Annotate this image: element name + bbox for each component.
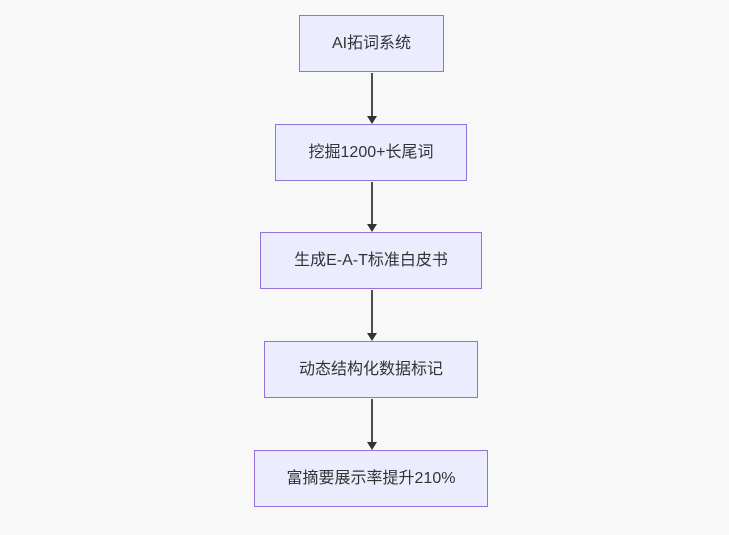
arrowhead-down-icon (366, 333, 377, 341)
arrowhead-down-icon (366, 116, 377, 124)
edge-line (370, 182, 373, 225)
flow-node-rich-snippet-rate-increase: 富摘要展示率提升210% (254, 450, 488, 507)
flow-edge-c-d (365, 290, 378, 341)
edge-line (370, 290, 373, 334)
edge-line (370, 73, 373, 117)
arrowhead-down-icon (366, 442, 377, 450)
flow-node-label: 富摘要展示率提升210% (286, 469, 456, 487)
arrowhead-down-icon (366, 224, 377, 232)
flow-node-longtail-keyword-mining: 挖掘1200+长尾词 (275, 124, 467, 181)
flow-node-ai-word-expansion-system: AI拓词系统 (299, 15, 444, 72)
flow-edge-b-c (365, 182, 378, 232)
flow-node-dynamic-structured-data-markup: 动态结构化数据标记 (264, 341, 478, 398)
flow-node-label: AI拓词系统 (331, 34, 412, 52)
edge-line (370, 399, 373, 443)
flow-node-label: 生成E-A-T标准白皮书 (294, 251, 448, 269)
flow-node-label: 挖掘1200+长尾词 (308, 143, 434, 161)
flow-edge-a-b (365, 73, 378, 124)
flow-edge-d-e (365, 399, 378, 450)
flow-node-label: 动态结构化数据标记 (298, 360, 443, 378)
flow-node-eat-whitepaper-generation: 生成E-A-T标准白皮书 (260, 232, 482, 289)
